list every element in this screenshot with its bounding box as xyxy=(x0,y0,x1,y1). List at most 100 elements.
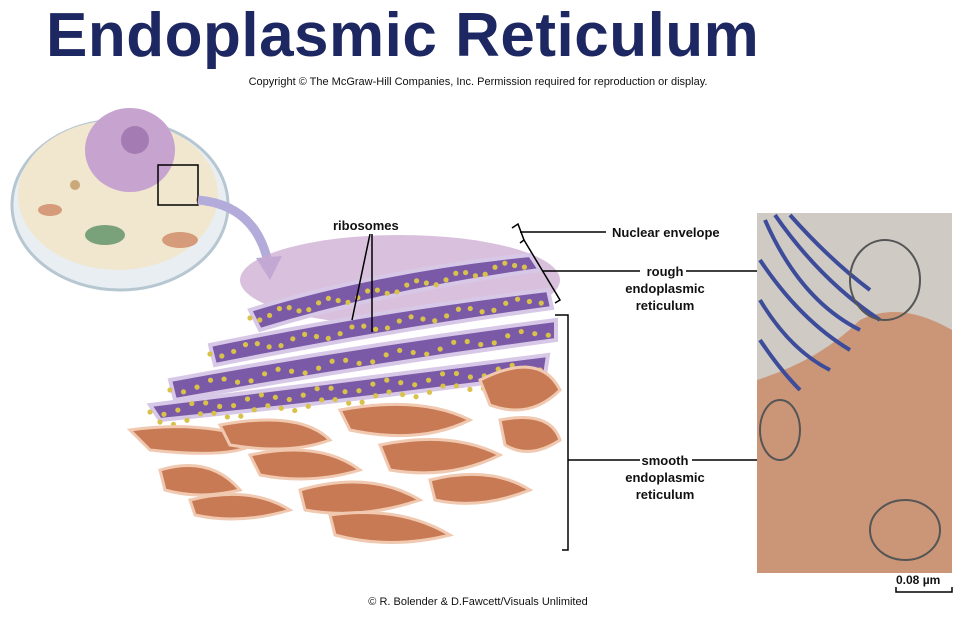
ribosome-dot xyxy=(451,339,457,345)
ribosome-dot xyxy=(343,357,349,363)
ribosome-dot xyxy=(373,326,379,332)
ribosome-dot xyxy=(207,351,213,357)
ribosome-dot xyxy=(413,394,419,400)
ribosome-dot xyxy=(325,335,331,341)
ribosome-dot xyxy=(467,386,473,393)
zoom-box xyxy=(157,164,199,206)
ribosome-dot xyxy=(161,411,167,417)
ribosome-dot xyxy=(180,389,187,395)
ribosome-dot xyxy=(267,312,273,319)
ribosome-dot xyxy=(319,397,325,403)
ribosome-dot xyxy=(238,413,244,419)
label-line: smooth xyxy=(641,453,689,468)
ribosome-dot xyxy=(526,298,533,305)
page-title: Endoplasmic Reticulum xyxy=(46,1,760,70)
ribosome-dot xyxy=(453,383,460,389)
ribosome-dot xyxy=(157,419,163,425)
ribosome-dot xyxy=(203,400,209,406)
ribosome-dot xyxy=(373,393,379,399)
ribosome-dot xyxy=(221,376,227,382)
ribosome-dot xyxy=(275,366,281,372)
ribosome-dot xyxy=(217,403,223,410)
ribosome-dot xyxy=(399,391,406,398)
ribosome-dot xyxy=(453,270,459,276)
ribosome-dot xyxy=(404,282,410,288)
ribosome-dot xyxy=(518,328,524,335)
smooth-er xyxy=(126,365,562,544)
ribosome-dot xyxy=(410,349,416,356)
ribosome-dot xyxy=(219,353,225,359)
photo-credit: © R. Bolender & D.Fawcett/Visuals Unlimi… xyxy=(368,596,588,608)
label-line: reticulum xyxy=(635,487,695,502)
scale-bar-label: 0.08 µm xyxy=(896,573,941,587)
ribosome-dot xyxy=(332,396,338,403)
ribosome-dot xyxy=(365,288,371,294)
ribosome-dot xyxy=(467,374,473,380)
ribosome-dot xyxy=(197,411,204,417)
copyright-notice: Copyright © The McGraw-Hill Companies, I… xyxy=(248,76,708,88)
ribosome-dot xyxy=(290,336,296,342)
ribosomes-dots xyxy=(147,260,551,428)
label-rough-er: rough endoplasmic reticulum xyxy=(610,263,720,314)
ribosome-dot xyxy=(455,306,462,312)
ribosome-dot xyxy=(257,317,263,323)
ribosome-dot xyxy=(482,271,488,277)
ribosome-dot xyxy=(316,365,322,371)
ribosome-dot xyxy=(296,308,302,314)
ribosome-dot xyxy=(342,389,348,395)
electron-micrograph xyxy=(757,213,952,573)
ribosome-dot xyxy=(335,297,341,304)
ribosome-dot xyxy=(242,342,249,348)
ribosome-dot xyxy=(244,396,251,402)
ribosome-dot xyxy=(288,368,295,374)
ribosome-dot xyxy=(370,381,376,387)
label-ribosomes: ribosomes xyxy=(333,218,399,233)
ribosome-dot xyxy=(359,399,365,405)
ribosome-dot xyxy=(383,352,389,358)
ribosome-dot xyxy=(408,314,414,320)
ribosome-dot xyxy=(328,385,334,391)
ribosome-dot xyxy=(394,289,400,295)
ribosome-dot xyxy=(420,316,426,322)
ribosome-dot xyxy=(396,318,402,324)
ribosome-dot xyxy=(305,403,311,409)
ribosome-dot xyxy=(423,280,429,286)
ribosome-dot xyxy=(302,370,308,376)
cell-overview xyxy=(10,108,230,292)
ribosome-dot xyxy=(426,389,433,395)
ribosome-dot xyxy=(412,382,418,388)
ribosome-dot xyxy=(384,377,390,383)
ribosome-dot xyxy=(286,305,292,311)
ribosome-dot xyxy=(437,346,443,352)
ribosome-dot xyxy=(532,331,538,337)
ribosome-dot xyxy=(272,394,278,400)
ribosome-dot xyxy=(398,380,404,386)
ribosome-dot xyxy=(492,264,498,270)
ribosome-dot xyxy=(207,377,214,383)
label-line: rough xyxy=(646,264,684,279)
ribosome-dot xyxy=(514,296,521,302)
ribosome-dot xyxy=(511,262,518,269)
ribosome-dot xyxy=(292,407,298,414)
ribosome-dot xyxy=(266,344,272,350)
ribosome-dot xyxy=(261,371,268,377)
ribosome-dot xyxy=(384,325,391,331)
ribosome-dot xyxy=(505,333,511,339)
ribosome-dot xyxy=(278,405,284,411)
ribosome-dot xyxy=(325,295,331,302)
ribosome-dot xyxy=(545,332,551,338)
ribosome-dot xyxy=(211,410,217,416)
ribosome-dot xyxy=(349,324,355,330)
ribosome-dot xyxy=(453,370,460,377)
ribosome-dot xyxy=(278,343,284,349)
ribosome-dot xyxy=(167,387,173,393)
ribosome-dot xyxy=(265,403,271,409)
ribosome-dot xyxy=(356,388,362,394)
ribosome-dot xyxy=(302,331,308,338)
ribosome-dot xyxy=(386,389,392,395)
ribosome-dot xyxy=(444,313,450,319)
label-nuclear-envelope: Nuclear envelope xyxy=(612,225,720,240)
ribosome-dot xyxy=(356,360,362,366)
ribosome-dot xyxy=(491,340,497,346)
